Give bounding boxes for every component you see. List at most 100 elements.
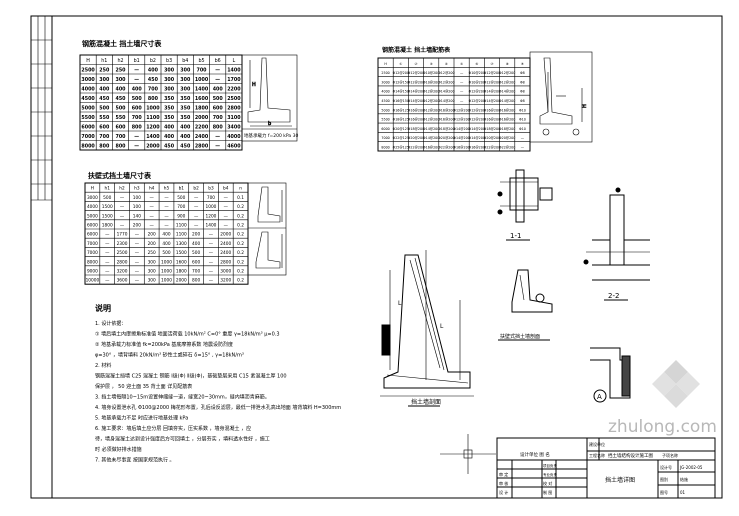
table-cell: 400 (115, 87, 126, 93)
table2-wall-sketches (247, 182, 287, 276)
table-cell: Φ12@200 (453, 108, 469, 112)
table-cell: Φ14@200 (484, 99, 500, 103)
table-cell: Φ14@200 (438, 90, 454, 94)
table-cell: Φ16@200 (484, 108, 500, 112)
note-line: 钢筋混凝土挡墙 C25 混凝土 钢筋 Ⅰ级(Φ) Ⅱ级(Φ)，基础垫层采用 C1… (95, 373, 287, 380)
table-cell: 2400 (220, 241, 231, 247)
table-cell: 1800 (102, 223, 113, 229)
table-cell: 5000 (87, 213, 98, 219)
table-cell: 700 (148, 87, 159, 93)
table-cell: Φ18@200 (499, 127, 515, 131)
table-cell: Φ12@200 (499, 80, 515, 84)
table-cell: Φ16@200 (438, 118, 454, 122)
table-cell: 3000 (381, 80, 389, 84)
table-cell: 600 (115, 125, 126, 131)
table-cell: Φ12@200 (469, 118, 485, 122)
table-header-cell: n (239, 187, 242, 192)
table-cell: Φ12@200 (393, 71, 409, 75)
table-cell: 300 (148, 259, 156, 265)
table-cell: — (460, 90, 464, 94)
table-cell: 700 (132, 115, 143, 121)
table-cell: 0.2 (237, 232, 244, 238)
svg-text:b: b (268, 121, 271, 127)
table-cell: 1400 (227, 68, 241, 74)
table-cell: 7000 (381, 136, 389, 140)
tb-design: 设 计 (499, 489, 508, 495)
tb-sheet-no: 01 (680, 490, 686, 495)
detail-a-drawing (590, 347, 631, 403)
table-header-cell: b1 (134, 58, 140, 64)
table-cell: 5000 (381, 108, 389, 112)
table-cell: 700 (213, 115, 224, 121)
table-cell: 6000 (87, 232, 98, 238)
project-label: 建设单位 (589, 441, 605, 447)
table-cell: 3000 (220, 269, 231, 275)
note-line: 时 必须做好排水措施 (95, 446, 142, 453)
table-cell: 1600 (176, 259, 187, 265)
table-header-cell: H (384, 62, 387, 66)
table-cell: Φ12@200 (438, 71, 454, 75)
table-cell: — (105, 270, 110, 275)
table-cell: 800 (192, 278, 200, 284)
table-cell: 2200 (227, 87, 241, 93)
table-cell: — (224, 196, 229, 201)
tb-design-no-label: 设计号 (660, 464, 672, 470)
table-cell: — (215, 145, 220, 150)
table-cell: 450 (148, 77, 159, 83)
table-cell: 4500 (81, 96, 95, 102)
table-cell: — (105, 233, 110, 238)
table-cell: Φ12@200 (453, 118, 469, 122)
table-cell: — (521, 136, 525, 140)
wall-section-drawing: L L (380, 250, 474, 397)
table-cell: 7000 (87, 250, 98, 256)
table-cell: 450 (115, 96, 126, 102)
dim-h-label: H (582, 104, 588, 108)
table-cell: 450 (164, 144, 175, 150)
table-cell: 400 (180, 125, 191, 131)
table1-note: 地基承载力 f=200 kPa 30 (244, 132, 298, 139)
table-cell: Φ16@200 (453, 146, 469, 150)
note-line: 2. 材料 (95, 362, 111, 369)
table-cell: — (194, 214, 199, 219)
table-cell: 500 (162, 250, 170, 256)
table-cell: — (135, 279, 140, 284)
table-header-cell: ① (399, 62, 402, 66)
table1-wall-sketch: H b (241, 54, 298, 142)
table-cell: — (150, 214, 155, 219)
table-cell: 7000 (87, 241, 98, 247)
table-cell: — (150, 196, 155, 201)
table-cell: — (194, 196, 199, 201)
note-line: ① 墙后填土内摩擦角标准值 地面活荷载 10kN/m² C=0° 重度 γ=18… (95, 331, 280, 338)
table-header-cell: L (233, 58, 236, 64)
table-header-cell: b2 (150, 58, 156, 64)
table-cell: 300 (115, 77, 126, 83)
table-cell: Φ14@200 (438, 99, 454, 103)
table-cell: — (215, 135, 220, 140)
table-cell: Φ16@200 (469, 146, 485, 150)
table-cell: Φ12@200 (408, 71, 424, 75)
table-cell: 7000 (81, 134, 95, 140)
table-cell: Φ22@125 (393, 136, 409, 140)
table-cell: 2800 (117, 259, 128, 265)
table-cell: 2000 (146, 144, 160, 150)
note-line: ② 地基承载力标准值 fk=200kPa 基底摩擦系数 地震设防烈度 (95, 341, 233, 348)
table-cell: Φ12@200 (423, 118, 439, 122)
table-cell: 700 (192, 269, 200, 275)
table-cell: 400 (148, 68, 159, 74)
table-cell: 1800 (195, 106, 209, 112)
table-cell: Φ12@200 (469, 90, 485, 94)
table-cell: 400 (192, 241, 200, 247)
table-cell: — (135, 242, 140, 247)
table-cell: 1500 (176, 250, 187, 256)
note-line: 1. 设计依据： (95, 320, 126, 327)
note-line: 待，墙身混凝土达到设计强度后方可回填土 ，分层夯实 ，填料透水性好 ，施工 (95, 436, 270, 443)
table-cell: — (135, 270, 140, 275)
table-cell: 0.1 (237, 195, 244, 201)
table-cell: 200 (133, 223, 141, 229)
table-cell: — (134, 69, 139, 74)
table-cell: — (134, 135, 139, 140)
table-cell: Φ25@125 (393, 146, 409, 150)
table-cell: Φ16@125 (393, 108, 409, 112)
table-cell: — (209, 242, 214, 247)
